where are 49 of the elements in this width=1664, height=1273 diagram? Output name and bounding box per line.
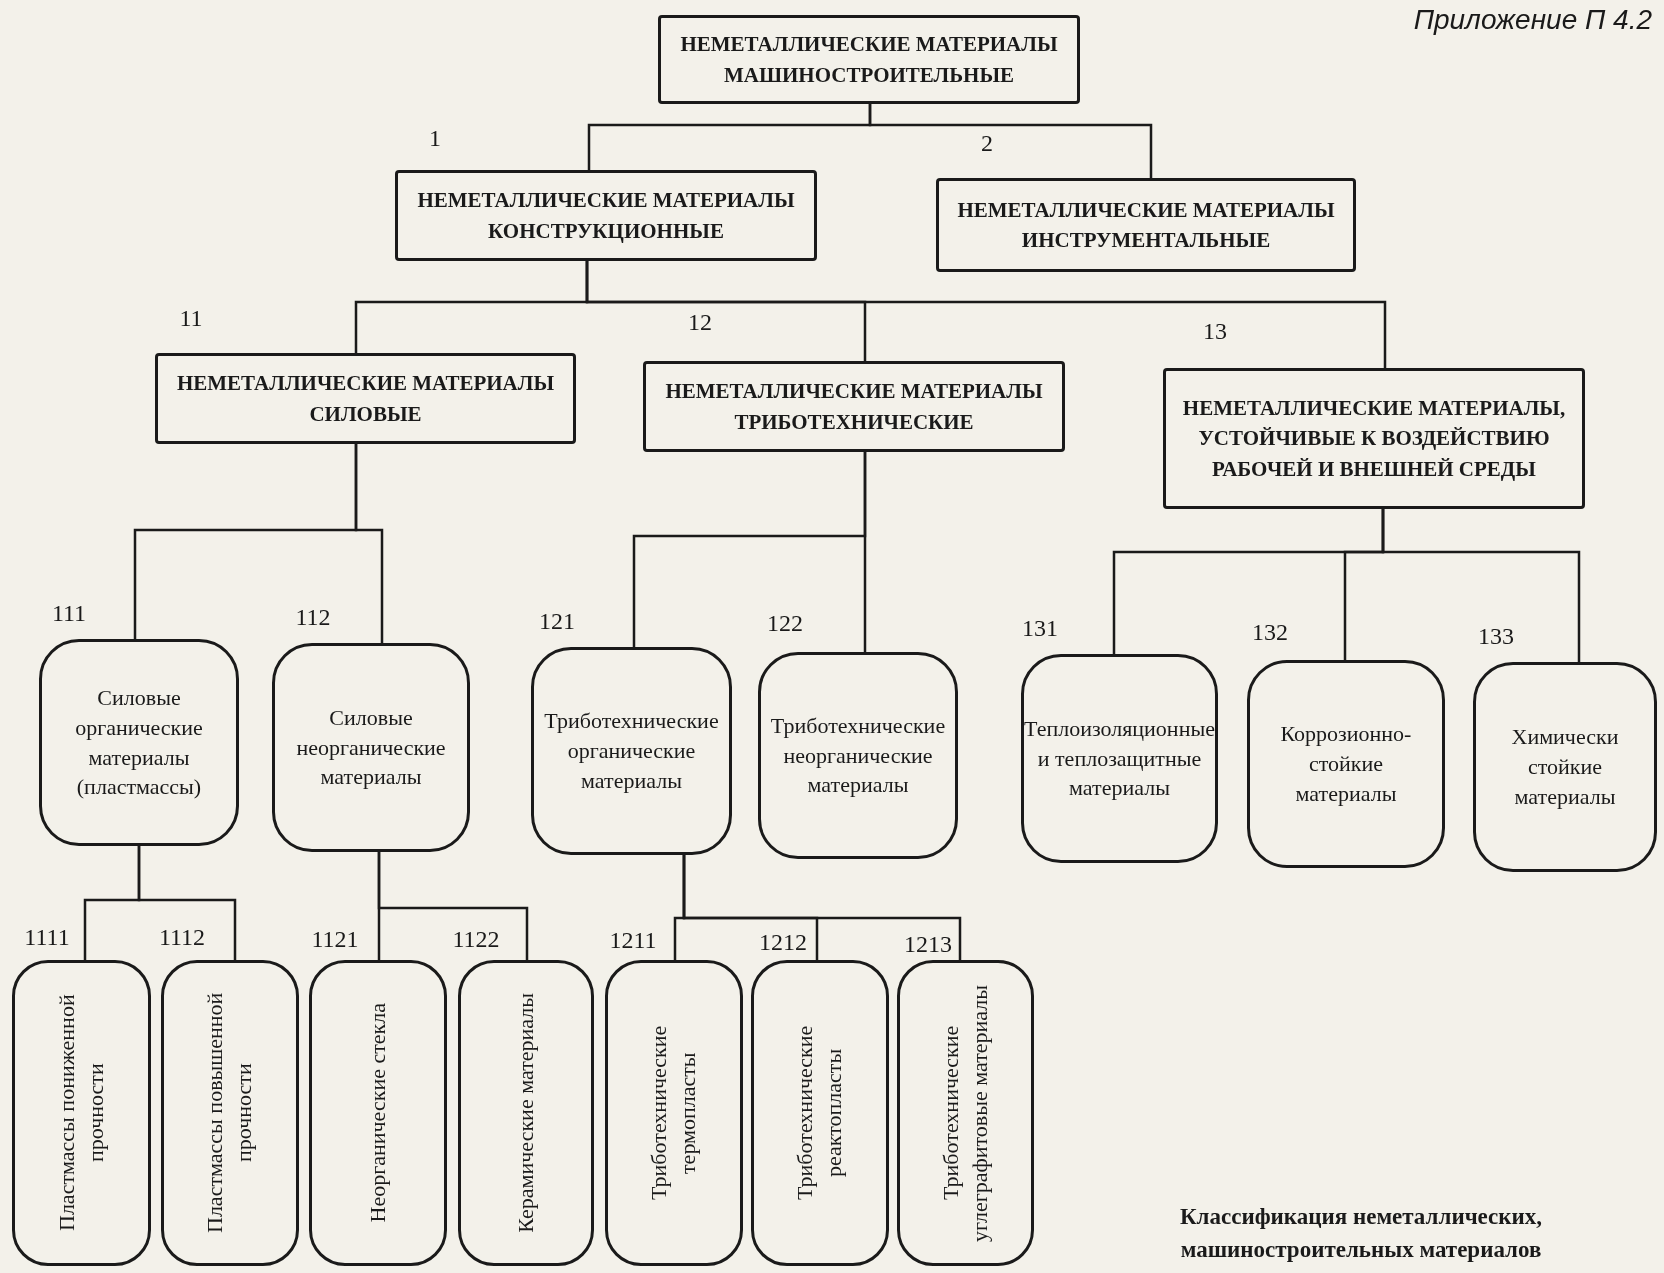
connector-line <box>377 852 529 960</box>
connector-line <box>585 261 1387 368</box>
callout-number: 121 <box>539 609 575 633</box>
callout-number: 2 <box>981 131 993 155</box>
category-box: НЕМЕТАЛЛИЧЕСКИЕ МАТЕРИАЛЫ ТРИБОТЕХНИЧЕСКИЕ <box>643 361 1065 452</box>
material-box: Теплоизоляционные и теплозащитные материалы <box>1021 654 1218 863</box>
connector-line <box>1381 509 1581 662</box>
material-box: Химически стойкие материалы <box>1473 662 1657 872</box>
callout-number: 1122 <box>452 927 500 951</box>
callout-number: 1112 <box>158 925 206 949</box>
callout-number: 132 <box>1252 620 1288 644</box>
connector-line <box>863 452 867 652</box>
connector-line <box>137 846 237 960</box>
callout-number: 11 <box>179 306 203 330</box>
callout-number: 133 <box>1478 624 1514 648</box>
connector-line <box>682 855 962 960</box>
callout-number: 122 <box>767 611 803 635</box>
callout-number: 1121 <box>311 927 359 951</box>
material-box: Пластмассы повышенной прочности <box>161 960 299 1266</box>
callout-number: 1 <box>429 126 441 150</box>
material-box: Триботехнические органические материалы <box>531 647 732 855</box>
callout-number: 12 <box>688 310 712 334</box>
callout-number: 1211 <box>609 928 657 952</box>
category-box: НЕМЕТАЛЛИЧЕСКИЕ МАТЕРИАЛЫ КОНСТРУКЦИОННЫЕ <box>395 170 817 261</box>
appendix-note: Приложение П 4.2 <box>1413 3 1652 37</box>
material-box: Неорганические стекла <box>309 960 447 1266</box>
material-box: Триботехнические углеграфитовые материалы <box>897 960 1034 1266</box>
material-box: Силовые неорганические материалы <box>272 643 470 852</box>
material-box: Силовые органические материалы (пластмассы) <box>39 639 239 846</box>
category-box: НЕМЕТАЛЛИЧЕСКИЕ МАТЕРИАЛЫ ИНСТРУМЕНТАЛЬНЫЕ <box>936 178 1356 272</box>
callout-number: 1111 <box>24 925 70 949</box>
figure-caption: Классификация неметаллических, машиностроительных материалов <box>1178 1203 1544 1265</box>
material-box: Триботехнические реактопласты <box>751 960 889 1266</box>
material-box: Керамические материалы <box>458 960 594 1266</box>
material-box: Коррозионно-стойкие материалы <box>1247 660 1445 868</box>
category-box: НЕМЕТАЛЛИЧЕСКИЕ МАТЕРИАЛЫ, УСТОЙЧИВЫЕ К ВОЗДЕЙСТВИЮ РАБОЧЕЙ И ВНЕШНЕЙ СРЕДЫ <box>1163 368 1585 509</box>
callout-number: 131 <box>1022 616 1058 640</box>
callout-number: 1213 <box>904 932 952 956</box>
category-box: НЕМЕТАЛЛИЧЕСКИЕ МАТЕРИАЛЫ СИЛОВЫЕ <box>155 353 576 444</box>
callout-number: 111 <box>51 601 87 625</box>
material-box: Триботехнические термопласты <box>605 960 743 1266</box>
category-box: НЕМЕТАЛЛИЧЕСКИЕ МАТЕРИАЛЫ МАШИНОСТРОИТЕЛЬНЫЕ <box>658 15 1080 104</box>
material-box: Пластмассы пониженной прочности <box>12 960 151 1266</box>
callout-number: 112 <box>295 605 331 629</box>
connector-line <box>868 104 1153 178</box>
callout-number: 1212 <box>759 930 807 954</box>
material-box: Триботехнические неорганические материалы <box>758 652 958 859</box>
connector-line <box>354 444 384 643</box>
callout-number: 13 <box>1203 319 1227 343</box>
